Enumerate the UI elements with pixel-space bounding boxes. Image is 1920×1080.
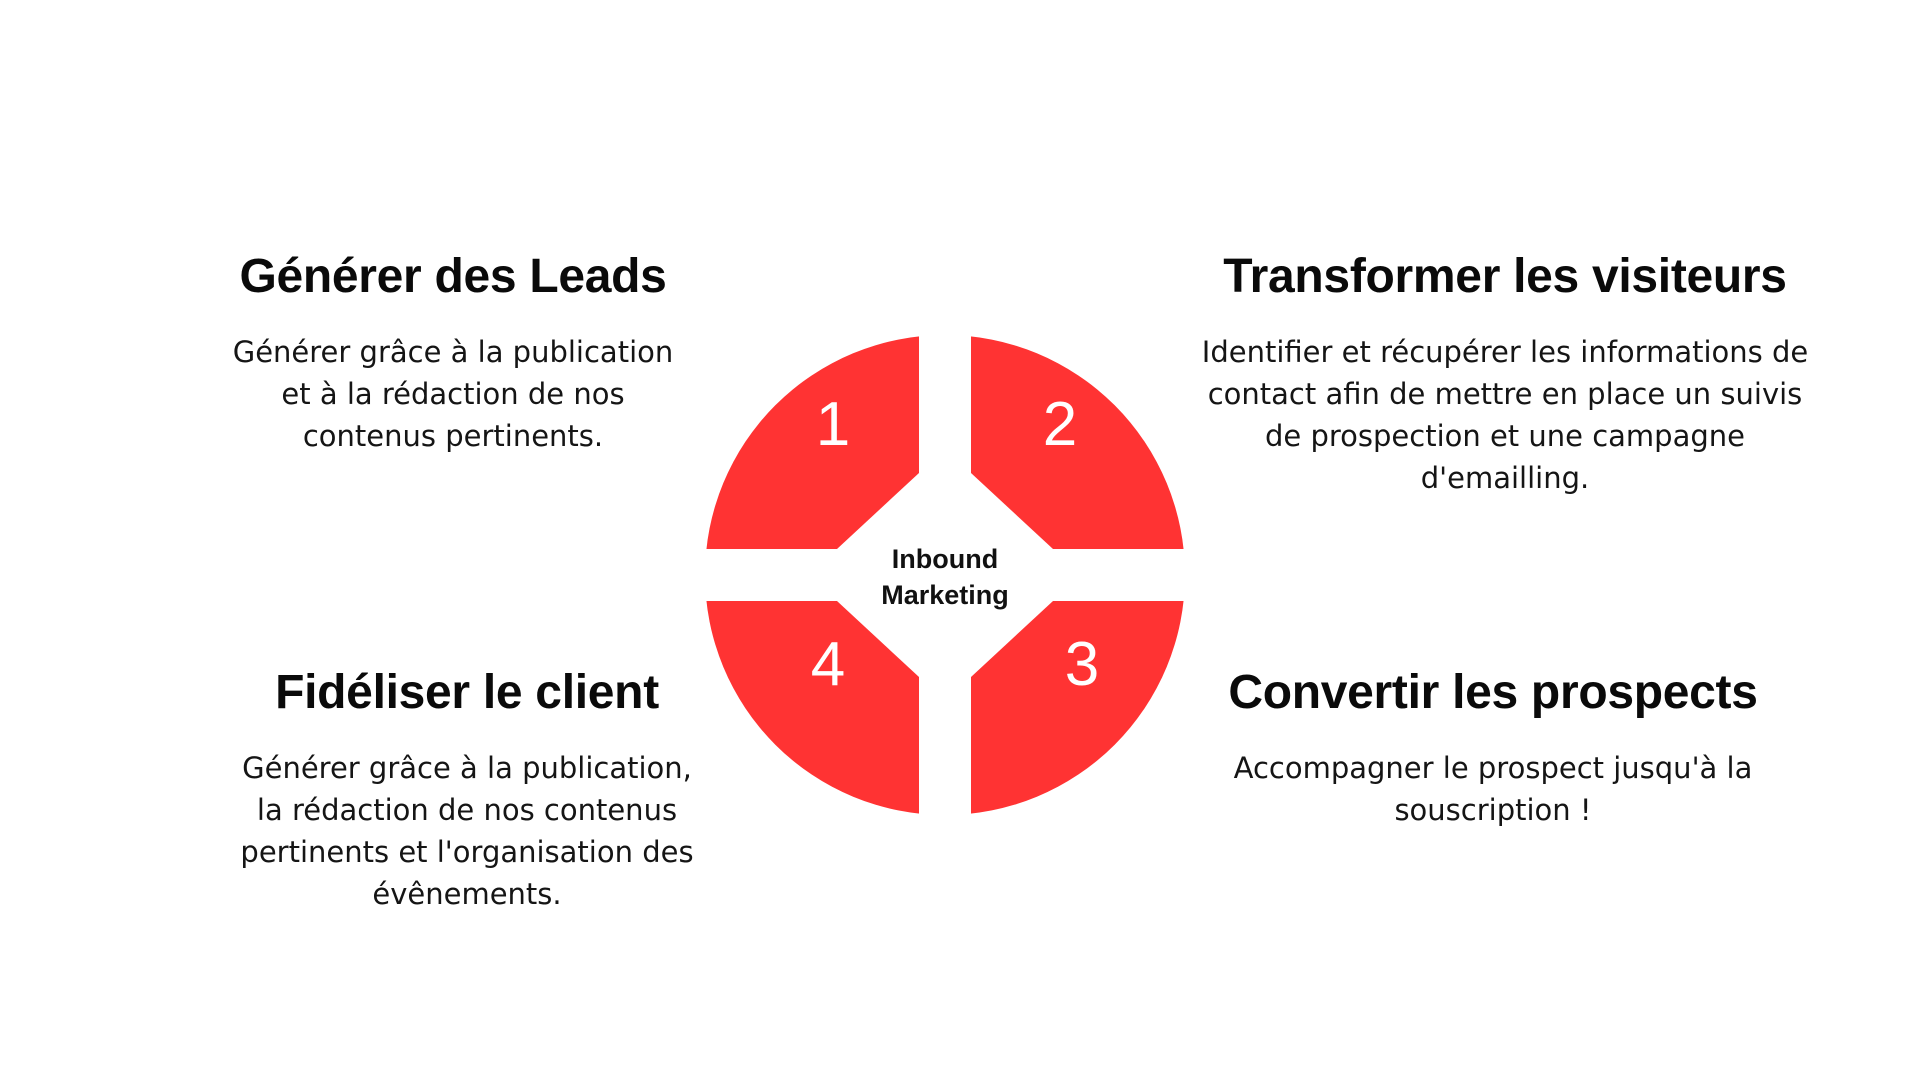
step-description: Identifier et récupérer les informations… — [1185, 331, 1825, 499]
segment-4 — [705, 601, 919, 815]
description-line: contenus pertinents. — [302, 419, 604, 453]
description-line: Identifier et récupérer les informations… — [1201, 335, 1809, 369]
step-description: Accompagner le prospect jusqu'à la sousc… — [1213, 747, 1773, 831]
step-title: Transformer les visiteurs — [1223, 250, 1787, 303]
step-transformer-les-visiteurs: Transformer les visiteurs Identifier et … — [1175, 247, 1835, 499]
step-title: Générer des Leads — [239, 250, 667, 303]
segment-2 — [971, 335, 1185, 549]
description-line: de prospection et une campagne — [1264, 419, 1745, 453]
step-title: Convertir les prospects — [1228, 666, 1758, 719]
step-convertir-les-prospects: Convertir les prospects Accompagner le p… — [1168, 663, 1818, 831]
description-line: souscription ! — [1394, 793, 1592, 827]
description-line: Générer grâce à la publication — [232, 335, 674, 369]
segment-2-number: 2 — [1043, 390, 1077, 459]
step-description: Générer grâce à la publication et à la r… — [218, 331, 688, 457]
description-line: d'emailling. — [1420, 461, 1590, 495]
step-generer-des-leads: Générer des Leads Générer grâce à la pub… — [133, 247, 773, 457]
description-line: et à la rédaction de nos — [281, 377, 625, 411]
step-fideliser-le-client: Fidéliser le client Générer grâce à la p… — [147, 663, 787, 915]
description-line: évênements. — [372, 877, 562, 911]
step-description: Générer grâce à la publication, la rédac… — [227, 747, 707, 915]
description-line: Accompagner le prospect jusqu'à la — [1233, 751, 1753, 785]
center-label-line-1: Inbound — [892, 544, 998, 574]
description-line: pertinents et l'organisation des — [240, 835, 694, 869]
step-title: Fidéliser le client — [275, 666, 659, 719]
description-line: Générer grâce à la publication, — [242, 751, 692, 785]
segment-1-number: 1 — [816, 390, 850, 459]
segment-3-number: 3 — [1065, 630, 1099, 699]
inbound-marketing-wheel: 1 2 3 4 Inbound Marketing — [705, 335, 1185, 815]
center-label-line-2: Marketing — [881, 580, 1009, 610]
segment-4-number: 4 — [811, 630, 845, 699]
segment-1 — [705, 335, 919, 549]
description-line: contact afin de mettre en place un suivi… — [1207, 377, 1803, 411]
description-line: la rédaction de nos contenus — [256, 793, 678, 827]
